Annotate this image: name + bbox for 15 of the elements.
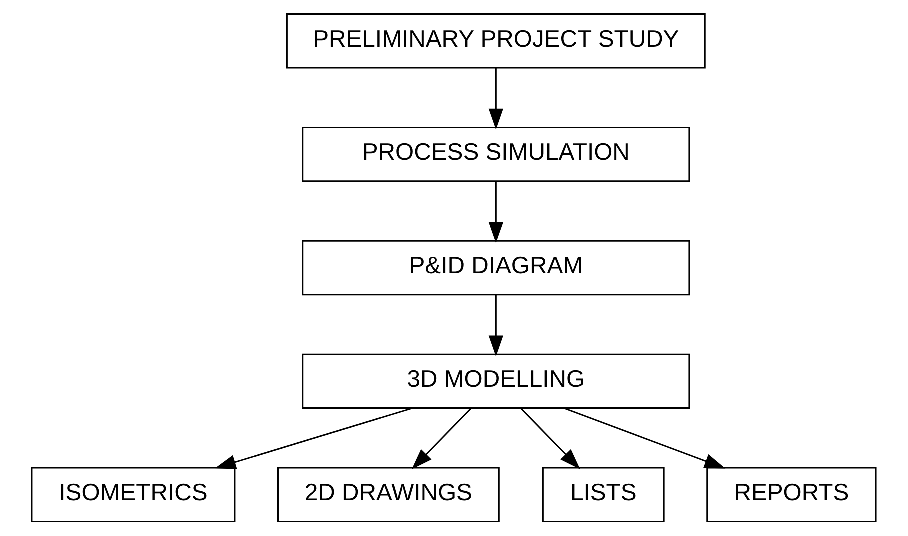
node-box: ISOMETRICS [31, 467, 236, 522]
arrow [412, 408, 472, 470]
node-box: LISTS [542, 467, 665, 522]
node-box: P&ID DIAGRAM [302, 240, 690, 296]
node-box: 2D DRAWINGS [278, 467, 500, 522]
arrow [488, 295, 504, 357]
arrow [215, 408, 413, 470]
arrow [520, 408, 580, 470]
node-box: PRELIMINARY PROJECT STUDY [286, 14, 706, 69]
arrow [488, 68, 504, 130]
node-box: PROCESS SIMULATION [302, 126, 690, 182]
node-box: REPORTS [706, 467, 877, 522]
node-box: 3D MODELLING [302, 354, 690, 410]
arrow [564, 408, 726, 469]
arrow [488, 182, 504, 244]
